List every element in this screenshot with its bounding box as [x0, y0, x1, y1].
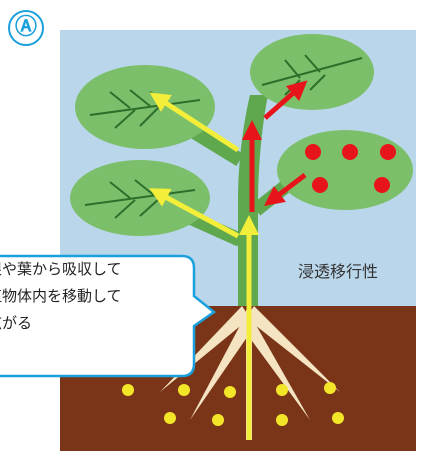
soil-dot	[212, 414, 224, 426]
callout-text: 根や葉から吸収して 植物体内を移動して 広がる	[0, 256, 200, 337]
soil-dot	[276, 384, 288, 396]
soil-dot	[122, 384, 134, 396]
systemic-label: 浸透移行性	[298, 262, 379, 281]
red-dot	[305, 144, 321, 160]
red-dot	[374, 177, 390, 193]
soil-dots	[122, 382, 344, 426]
soil-dot	[164, 412, 176, 424]
leaf-lower-left	[70, 160, 210, 236]
leaf-right	[277, 130, 413, 210]
leaf-upper-left	[75, 65, 215, 149]
soil-dot	[276, 414, 288, 426]
yellow-arrows	[149, 92, 259, 440]
red-arrow-from-leaf	[264, 173, 307, 207]
callout-line-1: 根や葉から吸収して	[0, 260, 122, 278]
leaf-top-right	[250, 34, 374, 110]
callout-line-2: 植物体内を移動して	[0, 287, 122, 305]
red-dot	[342, 144, 358, 160]
soil-dot	[332, 412, 344, 424]
callout-bubble	[0, 254, 217, 378]
red-arrows	[242, 80, 308, 212]
label-badge: Ⓐ	[8, 10, 44, 46]
soil-dot	[324, 382, 336, 394]
yellow-arrow-lower-left	[149, 188, 240, 239]
red-arrow-upper-right	[263, 80, 308, 120]
callout-line-3: 広がる	[0, 314, 33, 332]
yellow-arrow-upper-left	[149, 92, 240, 153]
red-dots	[305, 144, 396, 193]
soil-dot	[178, 384, 190, 396]
red-dot	[380, 144, 396, 160]
soil-dot	[224, 386, 236, 398]
red-dot	[312, 177, 328, 193]
